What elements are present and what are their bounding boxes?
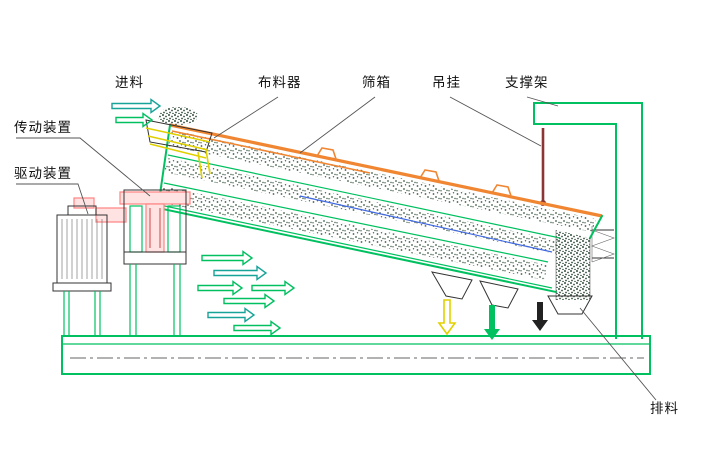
clamp [315, 147, 338, 160]
leader-hanger [449, 96, 542, 147]
leader-discharge [579, 307, 657, 401]
motor-fins [61, 219, 103, 279]
discharge-funnel-2 [479, 280, 519, 309]
leader-drive [16, 183, 89, 215]
discharge-funnel-1 [431, 271, 473, 300]
feed-arrow [111, 98, 162, 114]
drive-motor [52, 197, 127, 336]
down-arrow-yellow [437, 299, 457, 336]
discharge-funnel-3 [547, 295, 593, 315]
label-hanger: 吊挂 [432, 75, 461, 91]
leader-distributor [213, 96, 279, 139]
clamp [418, 169, 441, 182]
flow-arrow [213, 265, 268, 281]
screen-box-bottom [156, 206, 558, 294]
feed-material [158, 107, 198, 125]
falling-material [556, 230, 590, 300]
label-distributor: 布料器 [258, 75, 302, 91]
hanger-rod [540, 128, 546, 206]
discharge-assembly [431, 230, 593, 340]
screen-box [156, 123, 604, 294]
material-stipple-top [168, 130, 596, 232]
column-truss [591, 226, 615, 263]
base-frame [61, 335, 651, 375]
label-drive: 驱动装置 [14, 166, 72, 182]
label-feed: 进料 [115, 75, 144, 91]
material-stipple-mid [164, 158, 560, 254]
flow-arrow [251, 280, 296, 296]
screen-deck-1 [167, 154, 561, 239]
leader-screen-box [299, 96, 376, 154]
distributor-hopper [145, 107, 213, 179]
label-screen-box: 筛箱 [362, 75, 391, 91]
feed-arrow [115, 112, 154, 128]
transmission-unit [119, 189, 191, 336]
leader-lines [16, 96, 657, 401]
deck-blue-line [299, 195, 553, 253]
down-arrow-black [532, 302, 548, 331]
flow-arrow [197, 280, 244, 296]
label-transmission: 传动装置 [14, 120, 72, 136]
leader-transmission [16, 137, 151, 197]
leader-support-frame [526, 96, 559, 107]
material-stipple-bottom [158, 186, 548, 280]
screen-deck-2 [163, 182, 549, 263]
screen-box-right-wall [588, 214, 604, 240]
flow-arrow [207, 307, 256, 323]
flow-arrow [233, 320, 282, 336]
support-column [533, 102, 643, 339]
flow-arrows [111, 98, 296, 336]
flow-arrow [201, 250, 254, 266]
label-support-frame: 支撑架 [505, 75, 549, 91]
down-arrow-green [484, 305, 500, 340]
label-discharge: 排料 [650, 401, 679, 417]
clamp [490, 184, 513, 197]
flow-arrow [223, 293, 276, 309]
screen-box-top-rail [169, 123, 603, 218]
